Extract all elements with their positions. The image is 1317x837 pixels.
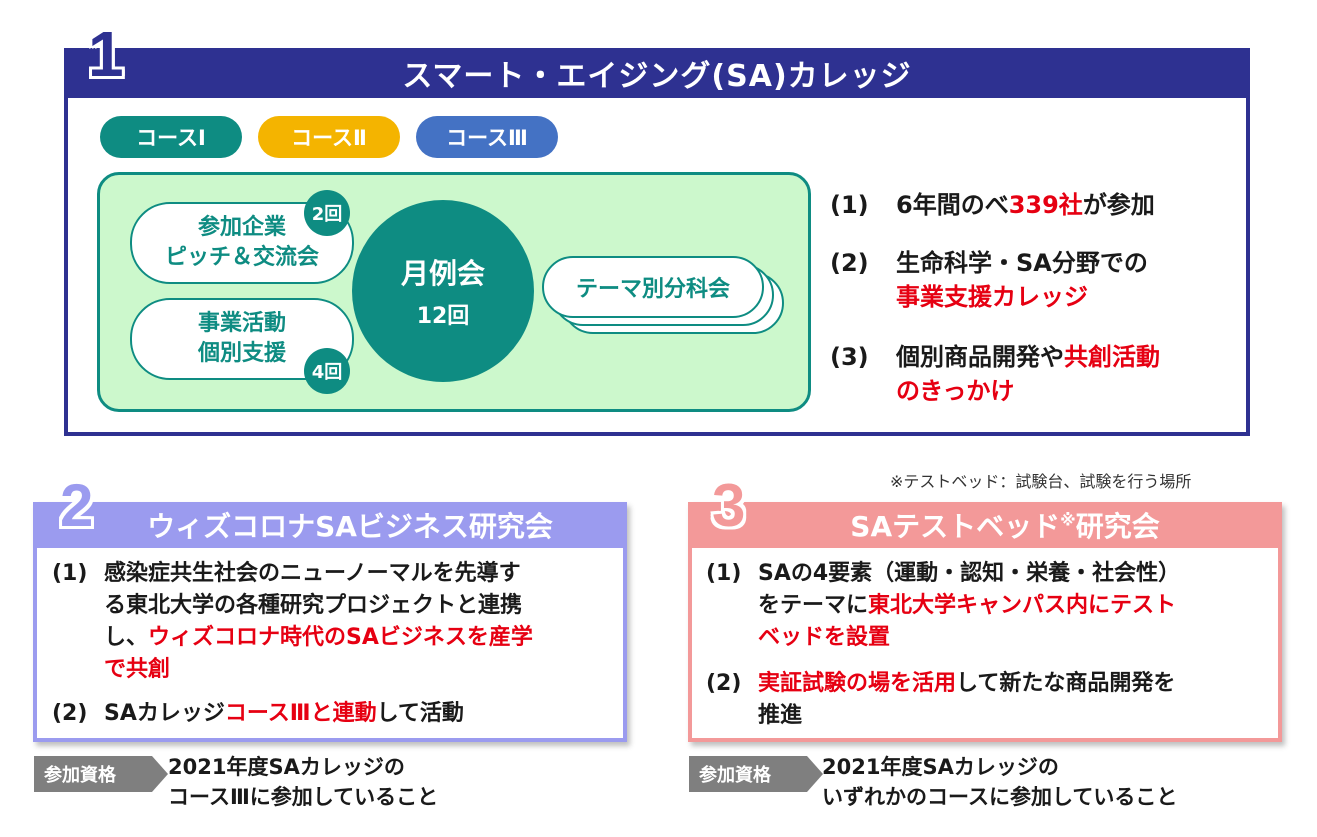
- monthly-count: 12回: [416, 304, 470, 329]
- course-3-pill: コースⅢ: [416, 116, 558, 158]
- eligibility-text-3: 2021年度SAカレッジのいずれかのコースに参加していること: [822, 755, 1178, 809]
- point-text: 感染症共生社会のニューノーマルを先導する東北大学の各種研究プロジェクトと連携し、…: [104, 561, 533, 682]
- sa-college-title: スマート・エイジング(SA)カレッジ: [402, 59, 912, 94]
- eligibility-text-2: 2021年度SAカレッジのコースⅢに参加していること: [168, 755, 439, 809]
- highlight-text: コースⅢと連動: [224, 701, 377, 726]
- pitch-exchange-pill: 参加企業 ピッチ＆交流会: [130, 202, 354, 284]
- point-number: (2): [830, 249, 869, 277]
- theme-subcommittee-pill: テーマ別分科会: [542, 256, 764, 318]
- withcorona-point-2: (2) SAカレッジコースⅢと連動して活動: [52, 698, 612, 732]
- monthly-title: 月例会: [400, 257, 485, 290]
- point-number: (1): [830, 191, 869, 219]
- point-text: 6年間のべ339社が参加: [896, 191, 1155, 219]
- support-count-badge: 4回: [304, 348, 350, 394]
- point-text: SAカレッジコースⅢと連動して活動: [104, 701, 464, 726]
- testbed-point-1: (1) SAの4要素（運動・認知・栄養・社会性）をテーマに東北大学キャンパス内に…: [706, 558, 1266, 658]
- section-number-2: 2: [60, 472, 94, 539]
- eligibility-tag-3: 参加資格: [689, 756, 823, 792]
- testbed-point-2: (2) 実証試験の場を活用して新たな商品開発を推進: [706, 668, 1266, 734]
- course-1-pill: コースⅠ: [100, 116, 242, 158]
- testbed-footnote: ※テストベッド：試験台、試験を行う場所: [890, 472, 1192, 491]
- withcorona-point-1: (1) 感染症共生社会のニューノーマルを先導する東北大学の各種研究プロジェクトと…: [52, 558, 612, 688]
- withcorona-header: ウィズコロナSAビジネス研究会: [33, 502, 627, 548]
- testbed-header: SAテストベッド※研究会: [688, 502, 1282, 548]
- eligibility-tag-2: 参加資格: [34, 756, 168, 792]
- college-point-3: (3) 個別商品開発や共創活動のきっかけ: [830, 340, 1230, 412]
- highlight-text: 実証試験の場を活用: [758, 671, 957, 696]
- college-point-1: (1) 6年間のべ339社が参加: [830, 188, 1230, 228]
- point-text: SAの4要素（運動・認知・栄養・社会性）をテーマに東北大学キャンパス内にテストベ…: [758, 561, 1181, 650]
- pitch-line1: 参加企業: [197, 215, 286, 241]
- highlight-text: のきっかけ: [896, 377, 1015, 405]
- course-2-pill: コースⅡ: [258, 116, 400, 158]
- college-point-2: (2) 生命科学・SA分野での事業支援カレッジ: [830, 246, 1230, 318]
- pitch-line2: ピッチ＆交流会: [164, 245, 319, 270]
- point-text: 実証試験の場を活用して新たな商品開発を推進: [758, 671, 1176, 728]
- highlight-text: 東北大学キャンパス内にテスト: [868, 593, 1177, 618]
- section-number-3: 3: [712, 472, 746, 539]
- point-number: (1): [52, 561, 88, 586]
- support-line2: 個別支援: [197, 341, 286, 366]
- highlight-text: 事業支援カレッジ: [896, 283, 1088, 311]
- sa-college-header: スマート・エイジング(SA)カレッジ: [64, 48, 1250, 98]
- testbed-title: SAテストベッド※研究会: [850, 510, 1160, 543]
- point-text: 個別商品開発や共創活動のきっかけ: [896, 343, 1160, 405]
- highlight-text: 339社: [1008, 191, 1083, 219]
- point-number: (1): [706, 561, 742, 586]
- section-number-1: 1: [88, 18, 124, 90]
- pitch-count-badge: 2回: [304, 190, 350, 236]
- monthly-meeting-circle: 月例会 12回: [352, 200, 534, 382]
- highlight-text: 共創活動: [1064, 343, 1160, 371]
- withcorona-title: ウィズコロナSAビジネス研究会: [147, 510, 553, 543]
- support-line1: 事業活動: [197, 311, 286, 337]
- highlight-text: ベッドを設置: [758, 625, 891, 650]
- point-text: 生命科学・SA分野での事業支援カレッジ: [896, 249, 1148, 311]
- point-number: (2): [52, 701, 88, 726]
- footnote-mark: ※: [1060, 510, 1076, 530]
- highlight-text: ウィズコロナ時代のSAビジネスを産学: [148, 625, 533, 650]
- point-number: (3): [830, 343, 869, 371]
- highlight-text: で共創: [104, 657, 171, 682]
- point-number: (2): [706, 671, 742, 696]
